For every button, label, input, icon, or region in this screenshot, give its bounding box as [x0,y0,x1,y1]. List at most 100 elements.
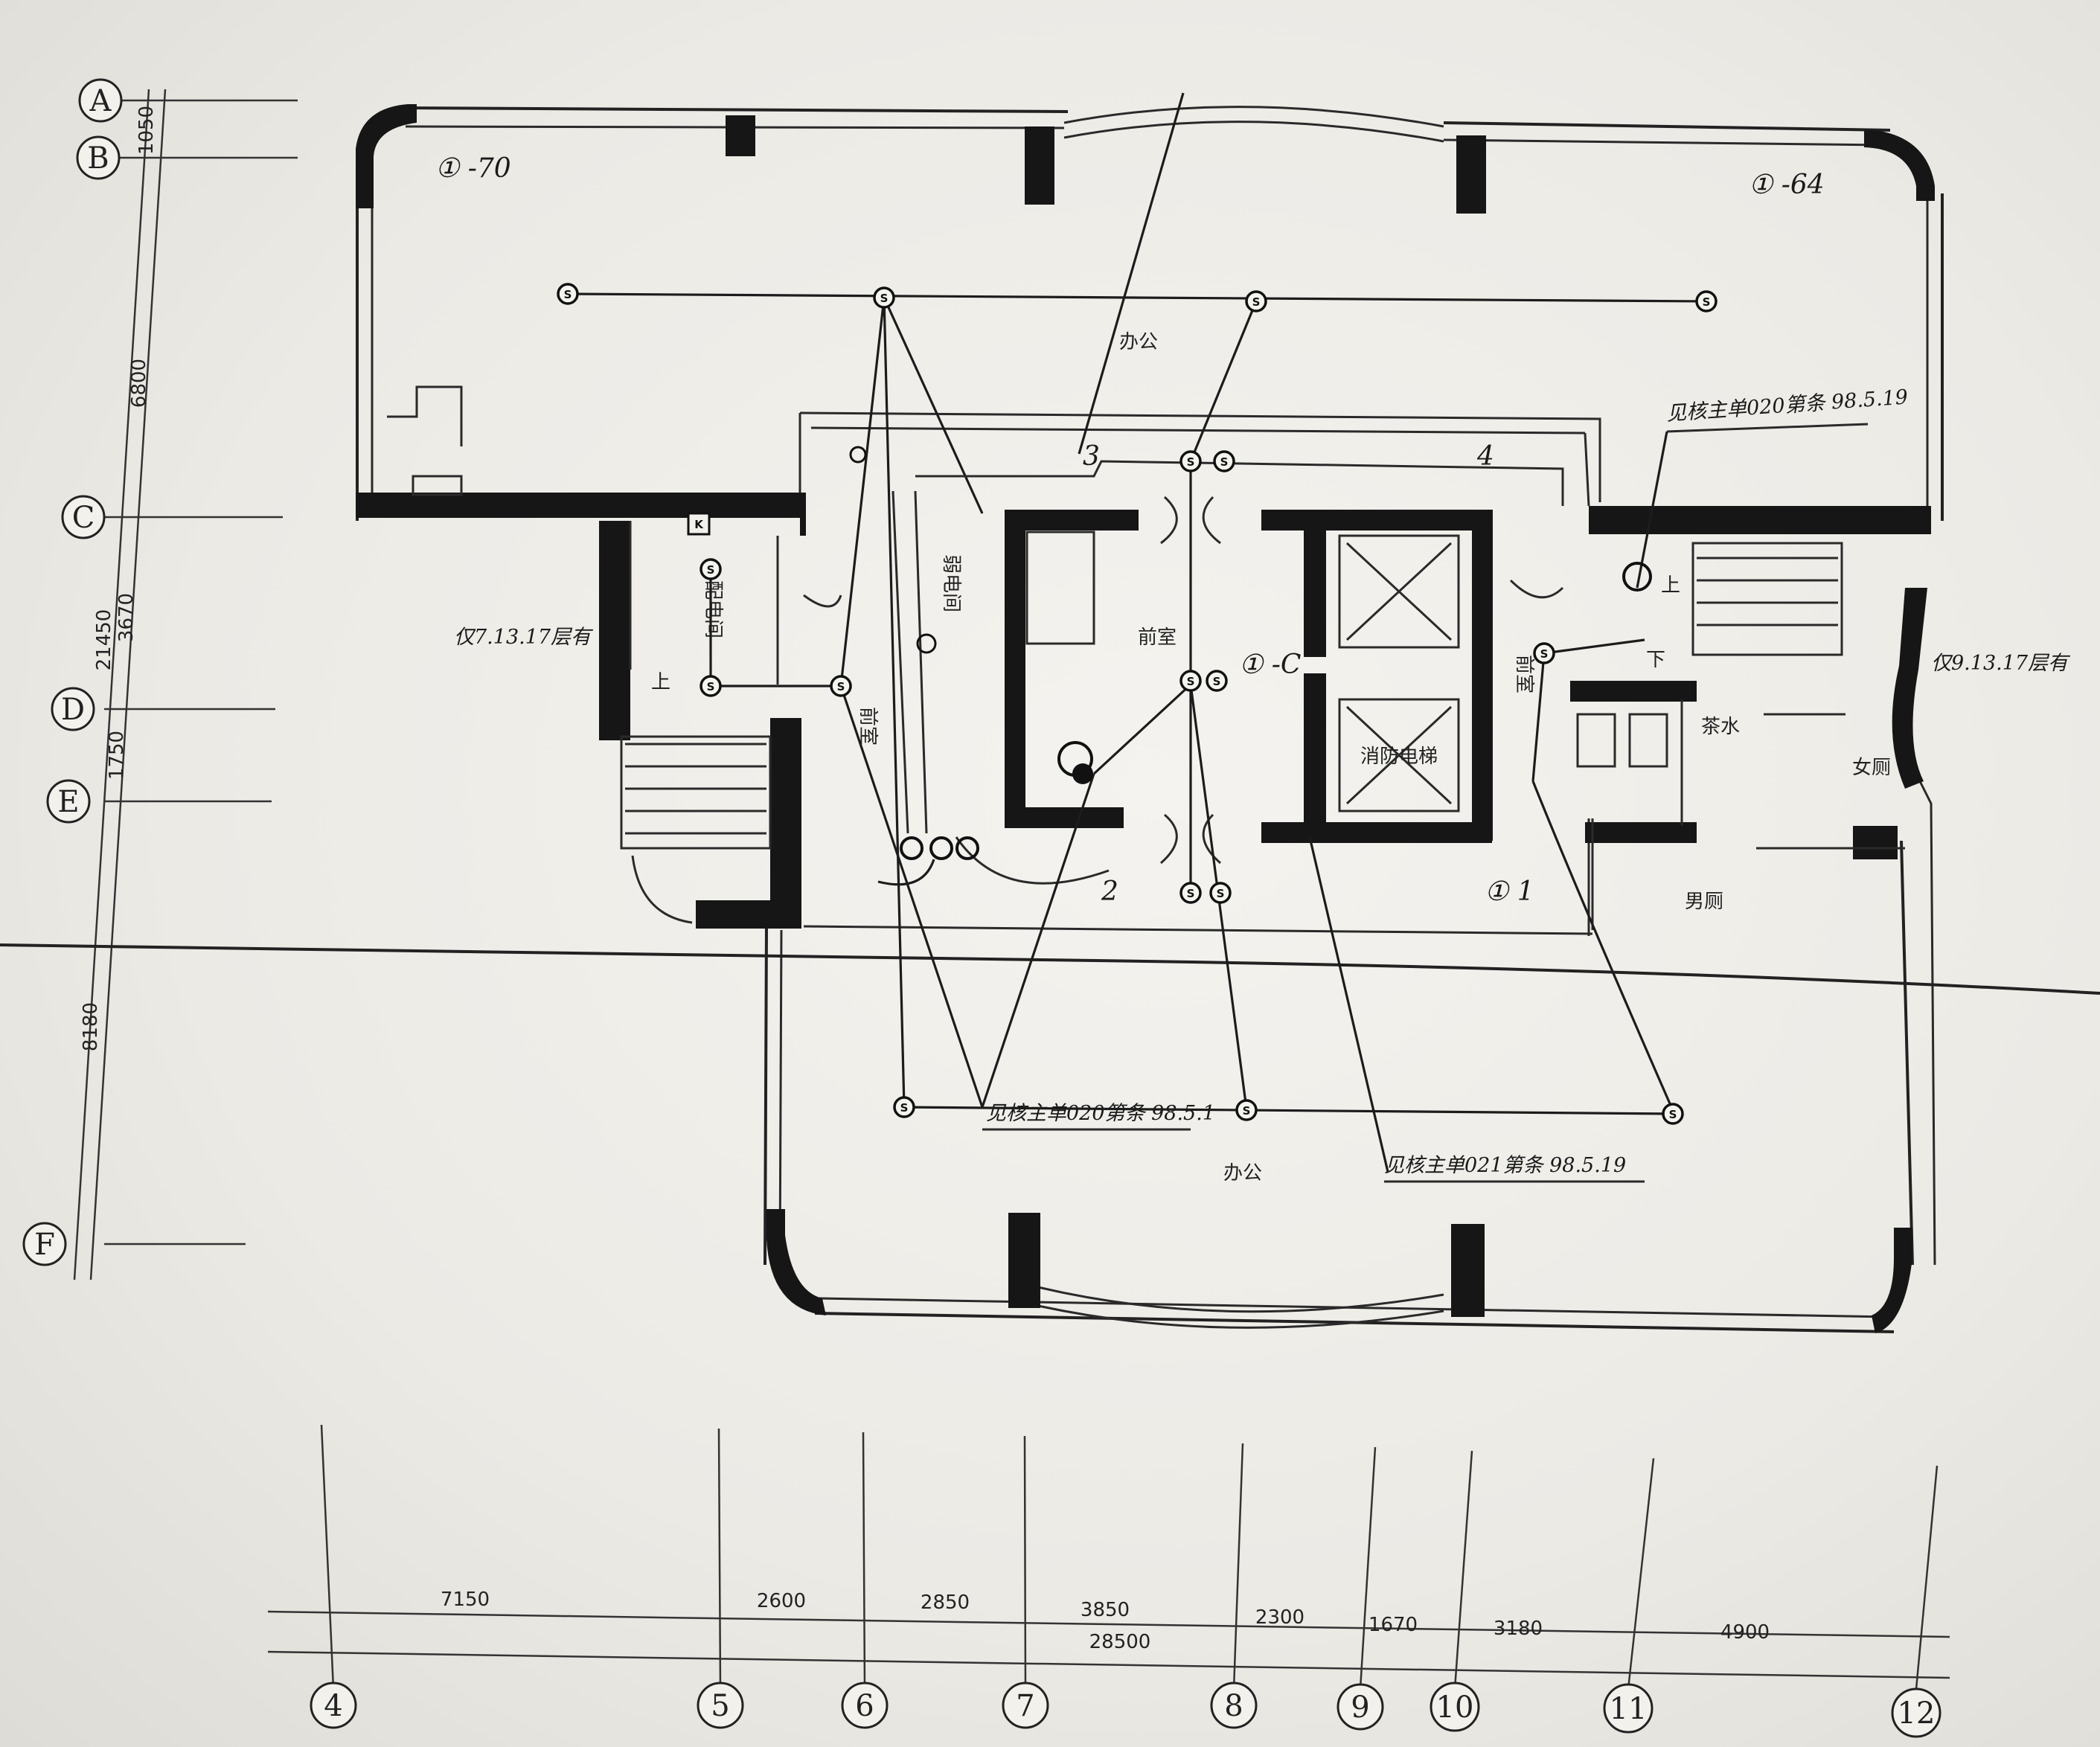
check-note-bottom-mid: 见核主单020第条 98.5.1 [982,1102,1215,1131]
svg-text:S: S [900,1101,909,1115]
axis-bubble-6: 6 [841,1682,889,1729]
svg-text:3670: 3670 [115,593,138,642]
svg-text:2300: 2300 [1255,1606,1305,1629]
svg-text:7: 7 [1016,1689,1034,1723]
check-note-bottom-right: 见核主单021第条 98.5.19 [1384,1154,1645,1183]
svg-text:8180: 8180 [80,1002,102,1051]
svg-text:S: S [707,563,715,577]
svg-text:S: S [1669,1108,1677,1121]
room-tea: 茶水 [1701,716,1740,738]
svg-text:见核主单020第条 98.5.1: 见核主单020第条 98.5.1 [986,1102,1215,1125]
svg-text:9: 9 [1351,1690,1369,1725]
svg-text:见核主单021第条 98.5.19: 见核主单021第条 98.5.19 [1384,1154,1626,1177]
svg-text:S: S [837,680,845,693]
svg-text:2600: 2600 [757,1590,806,1612]
svg-text:K: K [694,518,704,531]
room-lobby-right: 前室 [1513,655,1535,693]
section-line [0,943,2100,995]
axis-bubble-10: 10 [1430,1682,1480,1732]
svg-text:3180: 3180 [1494,1618,1543,1640]
axis-bubble-d: D [51,687,95,731]
svg-text:3850: 3850 [1081,1599,1130,1621]
axis-bubble-12: 12 [1891,1687,1941,1738]
smoke-detector-4: S [1695,290,1718,312]
room-office-bottom: 办公 [1223,1162,1262,1185]
axis-bubble-7: 7 [1002,1682,1049,1729]
svg-text:S: S [564,288,572,301]
axis-bubble-4: 4 [310,1682,357,1729]
svg-text:C: C [72,501,95,535]
svg-text:8: 8 [1224,1689,1243,1723]
room-lobby-left: 前室 [857,707,879,746]
svg-text:S: S [880,292,889,305]
room-men: 男厕 [1685,891,1723,913]
structural-columns [726,115,1486,1317]
svg-text:S: S [1213,675,1221,688]
smoke-detector-16: S [1235,1099,1258,1121]
svg-text:4: 4 [324,1689,342,1723]
wiring-lines [567,92,1707,1173]
check-note-top-right: 见核主单020第条 98.5.19 [1665,385,1909,433]
axis-bubble-c: C [61,495,106,539]
smoke-detector-2: S [873,286,895,309]
smoke-detector-7: S [830,675,852,697]
smoke-detector-3: S [1245,290,1267,312]
smoke-detector-6: S [700,675,722,697]
svg-text:S: S [1220,455,1229,469]
column-lines [320,1424,1939,1690]
room-fire-elevator: 消防电梯 [1360,746,1438,768]
axis-bubble-f: F [22,1222,67,1266]
note-left-floors: 仅7.13.17层有 [454,626,594,649]
core-walls [356,493,1931,929]
svg-text:S: S [1217,887,1225,900]
svg-text:S: S [1540,647,1549,661]
smoke-detector-5: S [700,558,722,580]
room-women: 女厕 [1852,757,1891,779]
hand-mark-top-right: ① -64 [1749,170,1825,200]
smoke-detector-8: S [1179,450,1202,472]
svg-text:B: B [87,141,109,176]
svg-text:见核主单020第条 98.5.19: 见核主单020第条 98.5.19 [1665,385,1909,426]
svg-text:6: 6 [855,1689,874,1723]
svg-text:S: S [1187,455,1195,469]
row-axis-line [73,89,167,1280]
hand-number-3: 3 [1083,441,1100,472]
svg-text:10: 10 [1436,1690,1474,1725]
column-dimensions: 7150 2600 2850 3850 2300 1670 3180 4900 … [441,1589,1770,1653]
room-lobby-center: 前室 [1138,626,1177,649]
axis-bubble-5: 5 [697,1682,744,1729]
room-weak-current: 弱电间 [940,554,962,612]
svg-text:A: A [89,84,112,118]
svg-text:21450: 21450 [93,609,115,671]
svg-text:E: E [57,785,79,819]
svg-text:4900: 4900 [1720,1621,1770,1644]
svg-text:5: 5 [711,1689,729,1723]
axis-bubble-b: B [76,135,121,180]
smoke-detector-17: S [1662,1103,1684,1125]
svg-text:11: 11 [1610,1692,1648,1726]
hand-mark-top-left: ① -70 [435,153,511,184]
svg-text:D: D [61,693,85,727]
axis-bubble-9: 9 [1336,1683,1384,1731]
axis-bubble-11: 11 [1603,1683,1654,1734]
svg-text:2850: 2850 [921,1591,970,1614]
svg-text:S: S [1243,1104,1251,1118]
axis-bubble-a: A [78,78,123,123]
svg-text:F: F [34,1228,55,1262]
room-distribution: 配电间 [702,580,724,638]
row-grid-lines [104,99,298,1246]
column-dim-lines [267,1610,1950,1679]
axis-bubble-e: E [46,779,91,824]
svg-text:12: 12 [1898,1696,1936,1731]
corner-walls [356,104,1935,1333]
inner-partitions [387,385,1905,930]
row-dimensions: 1050 6800 21450 3670 1750 8180 [80,106,158,1051]
smoke-detector-10: S [1179,670,1202,692]
svg-text:1750: 1750 [106,731,128,780]
stair-up-left: 上 [651,671,670,693]
svg-text:1670: 1670 [1368,1614,1418,1636]
smoke-detector-15: S [893,1096,915,1118]
svg-text:1050: 1050 [135,106,158,155]
room-office-top: 办公 [1119,331,1158,353]
